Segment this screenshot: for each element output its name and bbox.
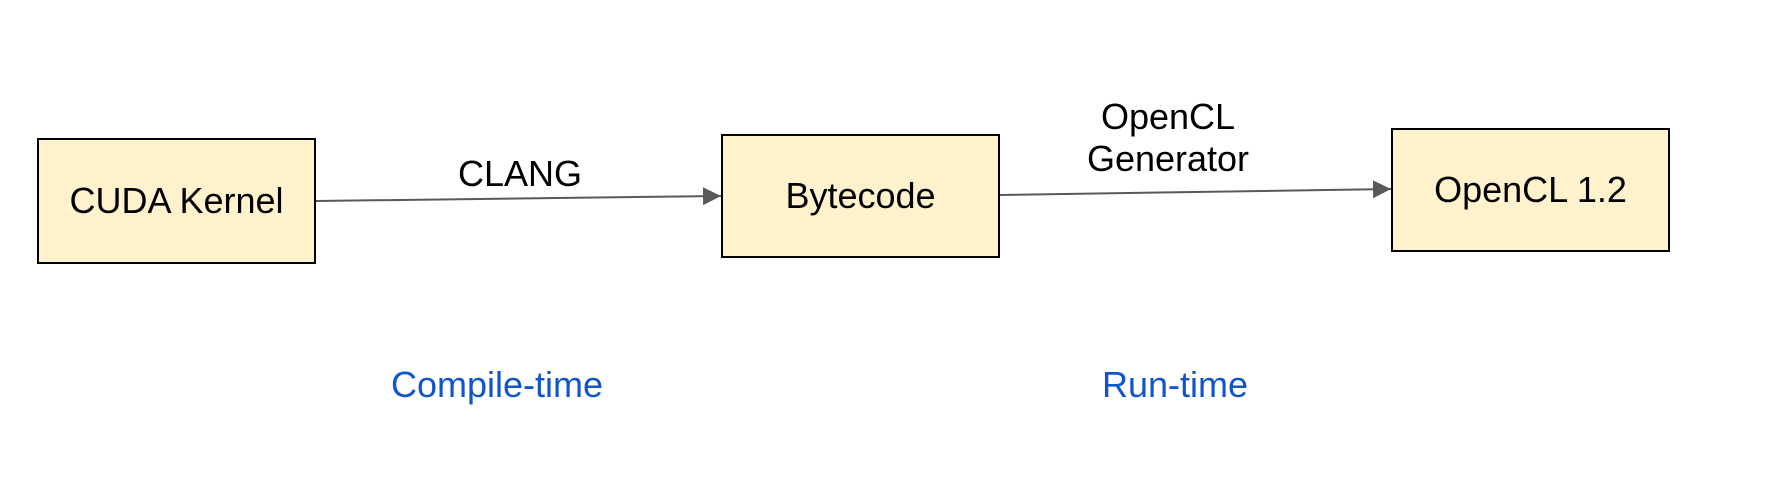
node-cuda-kernel-label: CUDA Kernel <box>69 180 284 221</box>
phase-label-compile-time-text: Compile-time <box>391 364 604 405</box>
edge-label-generator-line1: OpenCL <box>1100 96 1236 137</box>
edge-label-clang: CLANG <box>420 153 620 195</box>
node-bytecode-label: Bytecode <box>785 175 936 216</box>
arrow-cuda-to-bytecode <box>315 187 722 206</box>
node-cuda-kernel: CUDA Kernel <box>37 138 316 264</box>
phase-label-run-time: Run-time <box>1102 364 1248 406</box>
node-opencl-label: OpenCL 1.2 <box>1434 169 1627 210</box>
edge-label-clang-text: CLANG <box>457 153 583 194</box>
edge-label-opencl-generator: OpenCL Generator <box>1068 96 1268 180</box>
phase-label-run-time-text: Run-time <box>1102 364 1249 405</box>
phase-label-compile-time: Compile-time <box>391 364 603 406</box>
arrow-bytecode-to-opencl <box>999 180 1392 199</box>
node-opencl: OpenCL 1.2 <box>1391 128 1670 252</box>
edge-label-generator-line2: Generator <box>1086 138 1250 179</box>
node-bytecode: Bytecode <box>721 134 1000 258</box>
